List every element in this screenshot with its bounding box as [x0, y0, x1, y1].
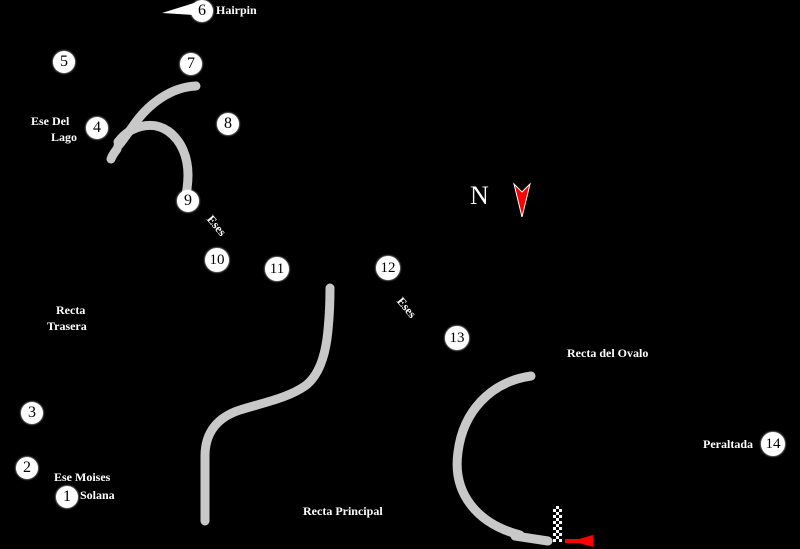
oval-exit [510, 531, 553, 546]
north-arrow-icon [513, 182, 531, 217]
section-label-recta: Recta [56, 303, 86, 317]
section-label-hairpin: Hairpin [216, 3, 257, 17]
hairpin-upper [113, 81, 201, 151]
start-finish-line [553, 506, 562, 542]
turn-marker-9[interactable]: 9 [177, 190, 199, 212]
section-label-solana: Solana [80, 488, 115, 502]
turn-marker-5[interactable]: 5 [53, 51, 75, 73]
turn-marker-4[interactable]: 4 [86, 117, 108, 139]
turn-marker-11[interactable]: 11 [265, 257, 289, 281]
hairpin-indicator-icon [162, 3, 194, 15]
turn-marker-10[interactable]: 10 [205, 248, 229, 272]
turn-marker-1[interactable]: 1 [56, 486, 78, 508]
turn-marker-3[interactable]: 3 [21, 402, 43, 424]
turn-marker-8[interactable]: 8 [217, 113, 239, 135]
turn-marker-2[interactable]: 2 [16, 457, 38, 479]
compass-north-label: N [470, 181, 489, 210]
turn-marker-13[interactable]: 13 [445, 326, 469, 350]
direction-arrow-icon [565, 535, 593, 547]
section-label-lago: Lago [51, 130, 78, 144]
turn-marker-6[interactable]: 6 [191, 0, 213, 22]
section-label-recta-del-ovalo: Recta del Ovalo [567, 346, 649, 360]
hairpin-lower [113, 120, 193, 209]
section-label-trasera: Trasera [47, 319, 87, 333]
section-label-peraltada: Peraltada [703, 437, 753, 451]
section-label-ese-del: Ese Del [31, 114, 70, 128]
section-label-ese-moises: Ese Moises [54, 470, 111, 484]
turn-marker-14[interactable]: 14 [761, 432, 785, 456]
eses-upper [106, 144, 122, 164]
peraltada-arc [452, 371, 536, 540]
turn-marker-12[interactable]: 12 [376, 256, 400, 280]
section-label-recta-principal: Recta Principal [303, 504, 383, 518]
s-curve-main [200, 283, 335, 526]
turn-marker-7[interactable]: 7 [180, 53, 202, 75]
